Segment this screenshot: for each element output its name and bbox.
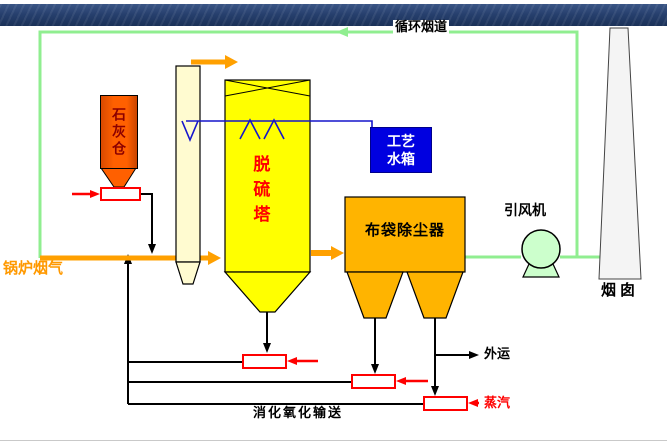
tower-top-cross-2 — [224, 79, 311, 97]
bag-filter-body — [344, 196, 466, 273]
title-banner — [0, 4, 667, 26]
boiler-flue-gas-label: 锅炉烟气 — [3, 260, 64, 277]
recycle-column-funnel — [175, 261, 201, 285]
lime-injection-line — [140, 193, 156, 254]
desulfurization-tower-body — [224, 79, 311, 273]
water-tank-label-line1: 工艺 — [387, 132, 415, 149]
tower-spray-nozzle-2 — [263, 118, 285, 140]
fan-label: 引风机 — [504, 202, 546, 218]
ash-conveyor-1 — [242, 354, 287, 369]
circulation-duct-label: 循环烟道 — [393, 19, 450, 35]
outbound-label: 外运 — [484, 346, 511, 361]
lime-silo-label: 石灰仓 — [111, 106, 127, 158]
tower-spray-nozzle-1 — [239, 118, 261, 140]
fan-circle — [521, 229, 561, 269]
tower-label: 脱硫塔 — [250, 154, 270, 230]
bag-filter-label: 布袋除尘器 — [364, 222, 445, 239]
tower-hopper — [223, 271, 312, 313]
column-spray-nozzle — [181, 120, 199, 143]
steam-label: 蒸汽 — [484, 395, 511, 410]
process-water-tank: 工艺 水箱 — [370, 127, 432, 173]
ash-conveyor-2 — [351, 374, 396, 389]
bag-filter-hopper-right — [406, 271, 464, 319]
slide-bottom-edge — [0, 440, 667, 441]
bag-filter-hopper-left — [346, 271, 404, 319]
conveying-label: 消化氧化输送 — [253, 405, 344, 420]
chimney-shape — [598, 27, 642, 280]
recycle-column — [175, 65, 201, 263]
chimney-label: 烟囱 — [601, 282, 640, 299]
circulation-duct-pipe — [38, 30, 579, 258]
lime-silo-funnel — [100, 167, 137, 188]
lime-feeder — [100, 187, 141, 201]
ash-conveyor-3 — [423, 396, 468, 411]
water-supply-line — [186, 120, 373, 127]
water-tank-label-line2: 水箱 — [387, 151, 415, 167]
lime-silo: 石灰仓 — [100, 95, 138, 169]
